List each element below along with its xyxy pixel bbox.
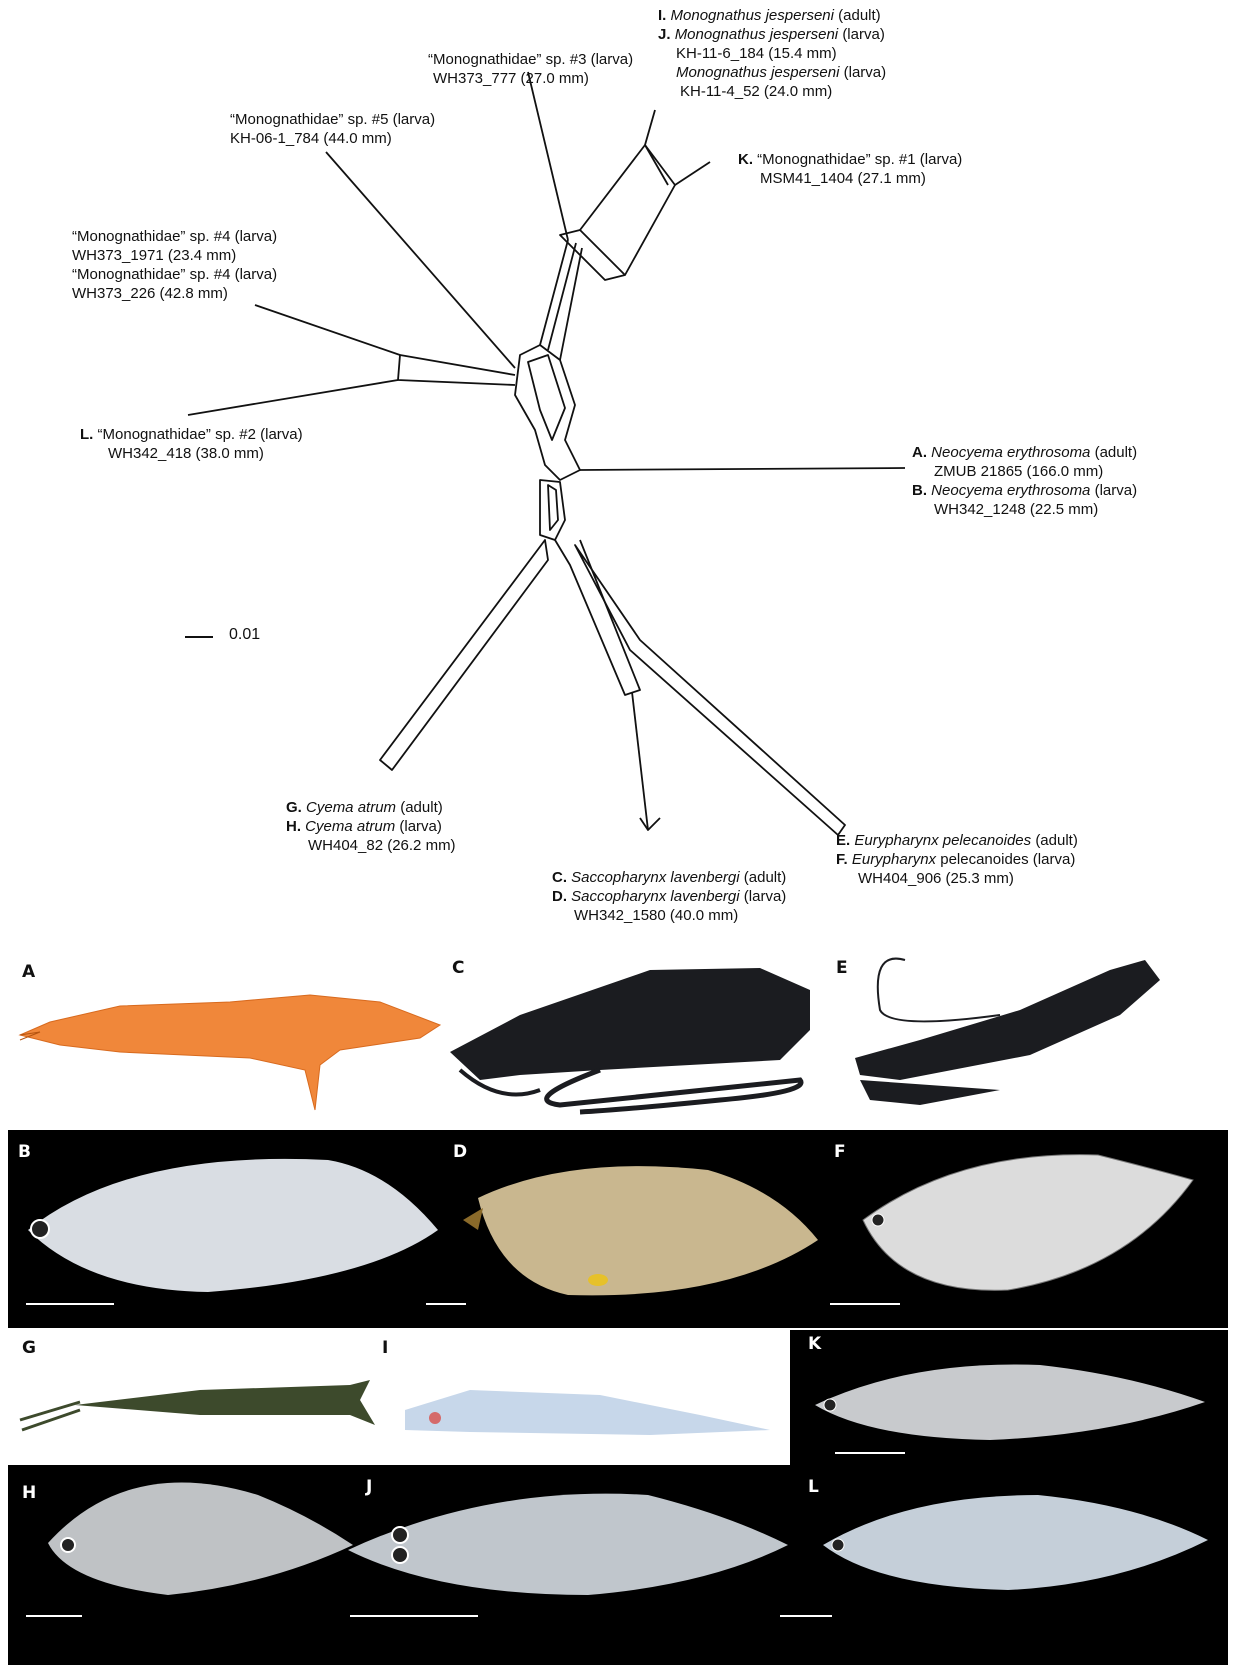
label-k: K. “Monognathidae” sp. #1 (larva) MSM41_… [738, 150, 962, 188]
label-cd: C. Saccopharynx lavenbergi (adult) D. Sa… [552, 868, 786, 925]
panel-row-larvae-2: H J L [8, 1465, 1228, 1665]
scale-bar-label: 0.01 [229, 626, 260, 644]
label-sp3: “Monognathidae” sp. #3 (larva) WH373_777… [428, 50, 633, 88]
label-sp5: “Monognathidae” sp. #5 (larva) KH-06-1_7… [230, 110, 435, 148]
branch-gh [380, 540, 548, 770]
scale-bar-f [830, 1303, 900, 1305]
panel-k: K [790, 1330, 1228, 1465]
label-ef: E. Eurypharynx pelecanoides (adult) F. E… [836, 831, 1078, 888]
core-network [515, 345, 580, 480]
branch-ab [580, 468, 905, 470]
label-ij: I. Monognathus jesperseni (adult) J. Mon… [658, 6, 886, 101]
scale-bar-line [185, 636, 213, 638]
panel-row-larvae-1: B D F [8, 1130, 1228, 1328]
branch-ij [560, 230, 625, 280]
panel-row-adults: A C E [0, 940, 1233, 1125]
branch-ef [575, 545, 845, 835]
specimen-f-image [8, 1130, 1228, 1328]
branch-sp4 [398, 355, 515, 385]
specimen-e-image [0, 940, 1233, 1125]
specimen-i-image [0, 1330, 790, 1465]
specimen-k-image [790, 1330, 1228, 1465]
label-ab: A. Neocyema erythrosoma (adult) ZMUB 218… [912, 443, 1137, 519]
scale-bar-l [780, 1615, 832, 1617]
label-l: L. “Monognathidae” sp. #2 (larva) WH342_… [80, 425, 303, 463]
label-gh: G. Cyema atrum (adult) H. Cyema atrum (l… [286, 798, 456, 855]
scale-bar-k [835, 1452, 905, 1454]
panel-row-adults-2: G I [0, 1330, 790, 1465]
specimen-l-image [8, 1465, 1228, 1665]
label-sp4: “Monognathidae” sp. #4 (larva) WH373_197… [72, 227, 277, 303]
